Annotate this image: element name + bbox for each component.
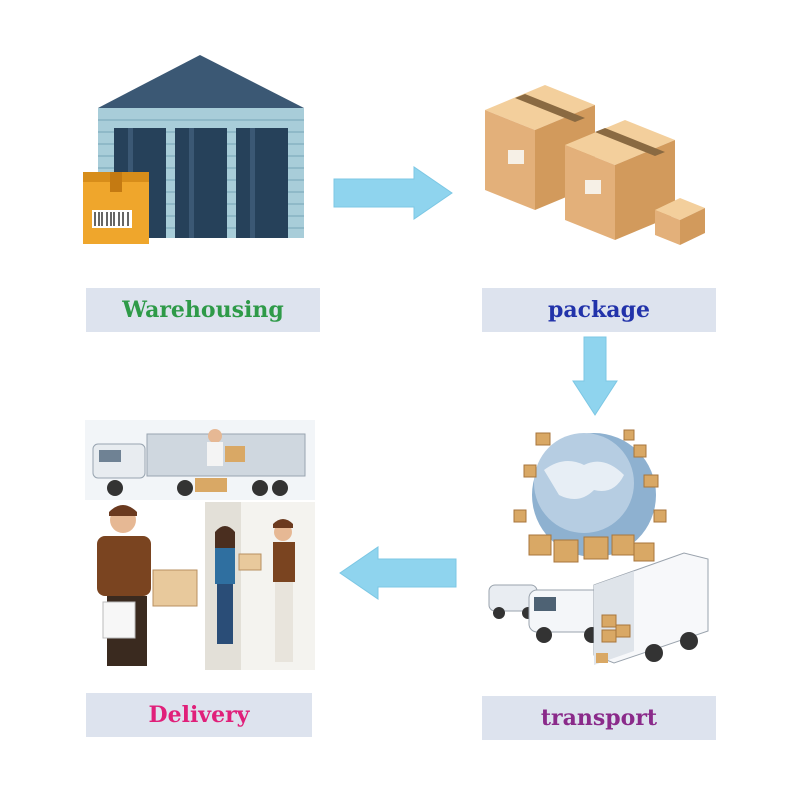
delivery-illustration [85,420,315,670]
label-package: package [482,288,716,332]
courier-photo-icon [85,420,315,670]
label-package-text: package [548,297,650,323]
globe-trucks-icon [488,429,709,665]
arrow-right-icon [333,166,453,220]
boxes-icon [485,85,705,245]
transport-illustration [484,425,712,670]
arrow-to-transport [572,335,618,417]
package-illustration [480,80,710,250]
warehouse-icon [83,55,304,244]
arrow-down-icon [572,336,618,416]
arrow-to-delivery [338,545,458,601]
label-warehousing-text: Warehousing [122,297,284,323]
warehouse-illustration [80,50,320,250]
label-warehousing: Warehousing [86,288,320,332]
label-delivery: Delivery [86,693,312,737]
arrow-left-icon [339,546,457,600]
label-delivery-text: Delivery [148,702,250,728]
label-transport-text: transport [540,705,658,731]
arrow-to-package [332,165,454,221]
label-transport: transport [482,696,716,740]
